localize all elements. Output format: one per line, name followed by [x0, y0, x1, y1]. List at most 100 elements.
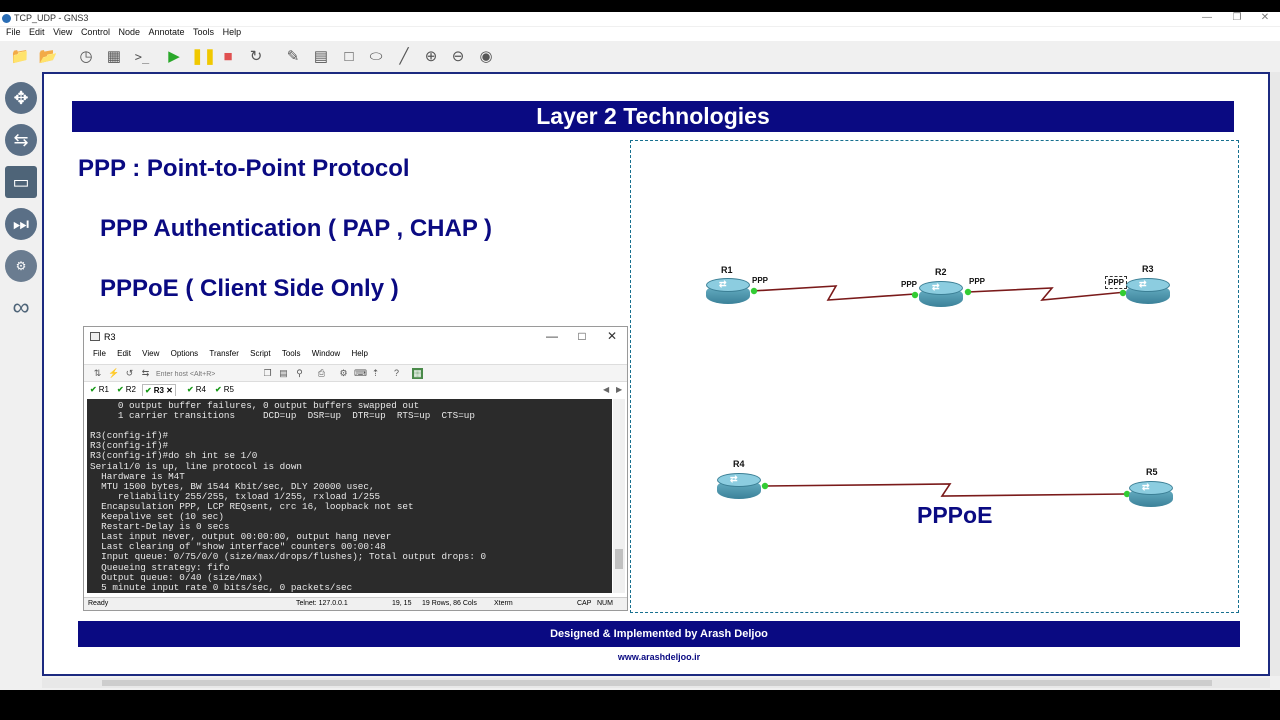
- router-r2[interactable]: ⇄: [919, 281, 963, 309]
- image-icon[interactable]: ▤: [313, 48, 329, 65]
- help-icon[interactable]: ?: [393, 368, 399, 378]
- connected-check-icon: ✔: [117, 385, 124, 394]
- ellipse-icon[interactable]: ⬭: [369, 48, 383, 65]
- terminal-screen[interactable]: 0 output buffer failures, 0 output buffe…: [87, 399, 612, 593]
- console-icon[interactable]: >_: [134, 50, 150, 64]
- keymap-icon[interactable]: ⌨: [354, 368, 367, 378]
- terminal-close-icon[interactable]: ✕: [606, 329, 618, 343]
- heading-ppp: PPP : Point-to-Point Protocol: [78, 155, 410, 182]
- line-icon[interactable]: ╱: [399, 48, 409, 65]
- close-icon[interactable]: ✕: [1260, 12, 1270, 23]
- script-icon[interactable]: ▦: [412, 368, 423, 379]
- sftp-icon[interactable]: ⇡: [371, 368, 380, 378]
- connected-check-icon: ✔: [145, 386, 152, 395]
- tab-r5[interactable]: ✔R5: [213, 384, 236, 396]
- menu-file[interactable]: File: [6, 27, 21, 37]
- status-term: Xterm: [494, 600, 513, 607]
- terminal-menu-window[interactable]: Window: [311, 349, 341, 358]
- top-black-strip: [0, 0, 1280, 12]
- camera-icon[interactable]: ◉: [479, 48, 493, 65]
- menu-node[interactable]: Node: [118, 27, 140, 37]
- router-r4[interactable]: ⇄: [717, 473, 761, 501]
- stop-icon[interactable]: ■: [223, 48, 233, 65]
- menu-edit[interactable]: Edit: [29, 27, 45, 37]
- tab-r2[interactable]: ✔R2: [115, 384, 138, 396]
- rectangle-icon[interactable]: □: [344, 48, 354, 65]
- tab-scroll-left-icon[interactable]: ◀: [603, 385, 610, 394]
- play-icon[interactable]: ▶: [168, 48, 180, 65]
- vertical-scrollbar[interactable]: [1270, 72, 1280, 676]
- terminal-scroll-thumb[interactable]: [615, 549, 623, 569]
- router-r1[interactable]: ⇄: [706, 278, 750, 306]
- terminal-menu-script[interactable]: Script: [250, 349, 271, 358]
- end-devices-category-icon[interactable]: ▭: [5, 166, 37, 198]
- clock-icon[interactable]: ◷: [79, 48, 93, 65]
- router-r3[interactable]: ⇄: [1126, 278, 1170, 306]
- terminal-output: 0 output buffer failures, 0 output buffe…: [90, 400, 487, 593]
- terminal-menu-options[interactable]: Options: [170, 349, 199, 358]
- terminal-menu-help[interactable]: Help: [351, 349, 368, 358]
- status-size: 19 Rows, 86 Cols: [422, 600, 477, 607]
- tab-r3[interactable]: ✔R3 ✕: [142, 384, 176, 396]
- link-label-r1-ppp: PPP: [752, 276, 769, 285]
- terminal-maximize-icon[interactable]: □: [578, 329, 586, 343]
- tab-scroll-right-icon[interactable]: ▶: [616, 385, 623, 394]
- terminal-menu-file[interactable]: File: [93, 349, 106, 358]
- terminal-menu-transfer[interactable]: Transfer: [209, 349, 239, 358]
- menu-help[interactable]: Help: [222, 27, 242, 37]
- folder-icon[interactable]: 📁: [10, 48, 30, 65]
- terminal-menu-view[interactable]: View: [142, 349, 160, 358]
- add-link-icon[interactable]: ∞: [12, 294, 30, 321]
- window-titlebar: TCP_UDP - GNS3 — ❐ ✕: [0, 12, 1280, 26]
- all-devices-category-icon[interactable]: ⚙: [5, 250, 37, 282]
- copy-icon[interactable]: ❐: [263, 368, 272, 378]
- note-icon[interactable]: ✎: [286, 48, 300, 65]
- paste-icon[interactable]: ▤: [279, 368, 288, 378]
- switches-category-icon[interactable]: ⇆: [5, 124, 37, 156]
- menu-tools[interactable]: Tools: [193, 27, 215, 37]
- reload-icon[interactable]: ↻: [249, 48, 263, 65]
- link-r2-r3: [967, 287, 1127, 301]
- terminal-window[interactable]: R3 — □ ✕ File Edit View Options Transfer…: [83, 326, 628, 611]
- menu-annotate[interactable]: Annotate: [148, 27, 185, 37]
- reconnect-icon[interactable]: ↺: [125, 368, 134, 378]
- zoom-in-icon[interactable]: ⊕: [424, 48, 438, 65]
- terminal-menu-tools[interactable]: Tools: [281, 349, 301, 358]
- menu-view[interactable]: View: [53, 27, 73, 37]
- disconnect-icon[interactable]: ⇆: [141, 368, 150, 378]
- topology-frame: [630, 140, 1239, 613]
- horizontal-scroll-thumb[interactable]: [102, 680, 1212, 686]
- terminal-scrollbar[interactable]: [613, 399, 625, 593]
- status-telnet: Telnet: 127.0.0.1: [296, 600, 348, 607]
- menu-control[interactable]: Control: [80, 27, 110, 37]
- port-r1: [750, 287, 758, 295]
- link-label-r2-right-ppp: PPP: [969, 277, 986, 286]
- terminal-title: R3: [104, 332, 116, 342]
- pppoe-label: PPPoE: [917, 502, 993, 528]
- tab-r4[interactable]: ✔R4: [185, 384, 208, 396]
- open-folder-icon[interactable]: 📂: [38, 48, 58, 65]
- zoom-out-icon[interactable]: ⊖: [451, 48, 465, 65]
- routers-category-icon[interactable]: ✥: [5, 82, 37, 114]
- terminal-minimize-icon[interactable]: —: [546, 329, 558, 343]
- find-icon[interactable]: ⚲: [296, 368, 303, 378]
- security-devices-category-icon[interactable]: ⏭: [5, 208, 37, 240]
- host-input[interactable]: [156, 368, 254, 380]
- router-r5[interactable]: ⇄: [1129, 481, 1173, 509]
- terminal-menu-edit[interactable]: Edit: [117, 349, 131, 358]
- connect-icon[interactable]: ⇅: [93, 368, 102, 378]
- port-r3: [1119, 289, 1127, 297]
- session-tabs: ✔R1 ✔R2 ✔R3 ✕ ✔R4 ✔R5 ◀ ▶: [84, 383, 627, 397]
- restore-icon[interactable]: ❐: [1232, 12, 1242, 23]
- print-icon[interactable]: ⎙: [317, 368, 326, 378]
- minimize-icon[interactable]: —: [1202, 12, 1212, 23]
- tab-r1[interactable]: ✔R1: [88, 384, 111, 396]
- horizontal-scrollbar[interactable]: [42, 678, 1270, 688]
- router-label-r5: R5: [1146, 467, 1158, 477]
- gns3-app-icon: [2, 14, 11, 23]
- snapshot-icon[interactable]: ▦: [106, 48, 122, 65]
- quick-connect-icon[interactable]: ⚡: [108, 368, 120, 378]
- tab-close-icon[interactable]: ✕: [166, 386, 173, 395]
- pause-icon[interactable]: ❚❚: [191, 48, 217, 65]
- settings-icon[interactable]: ⚙: [339, 368, 348, 378]
